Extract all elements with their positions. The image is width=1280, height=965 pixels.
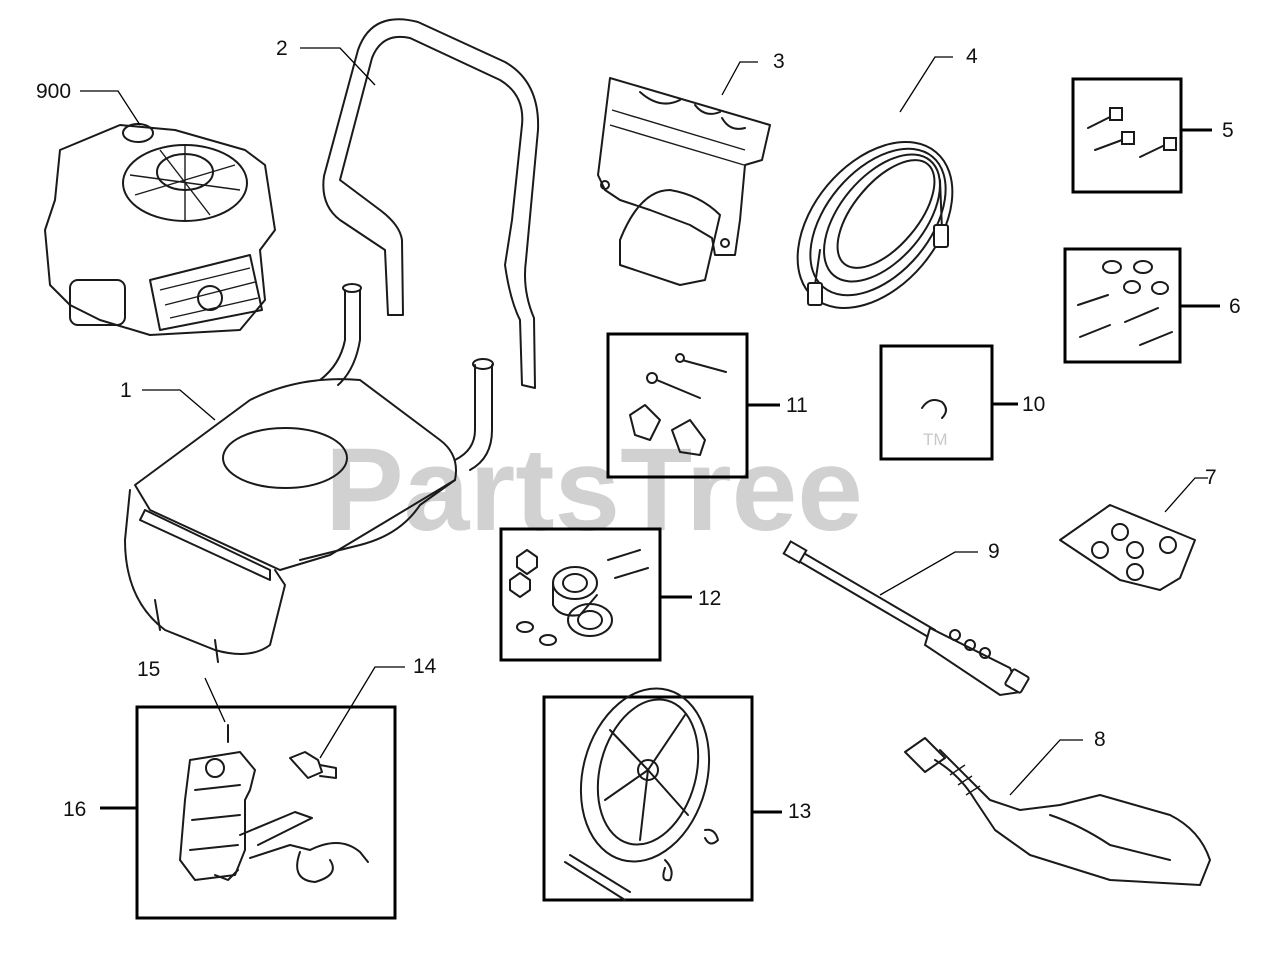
leader-4 — [899, 56, 953, 113]
leader-1 — [142, 389, 216, 421]
callout-13: 13 — [788, 800, 811, 823]
callout-11: 11 — [786, 394, 808, 417]
leader-9 — [879, 551, 978, 596]
leader-3 — [721, 61, 758, 96]
callout-9: 9 — [988, 540, 1000, 563]
watermark-tm: TM — [923, 430, 948, 449]
handle-part[interactable] — [322, 18, 540, 389]
hose-part[interactable] — [766, 112, 983, 337]
callout-7: 7 — [1205, 466, 1217, 489]
callout-14: 14 — [413, 655, 437, 678]
hardware-kit-6-part[interactable] — [1063, 247, 1182, 364]
callout-2: 2 — [276, 37, 288, 60]
callout-3: 3 — [773, 50, 785, 73]
pump-assembly-part[interactable] — [135, 705, 397, 920]
callout-15: 15 — [137, 658, 160, 681]
callout-6: 6 — [1229, 295, 1241, 318]
callout-900: 900 — [36, 80, 71, 103]
callout-10: 10 — [1022, 393, 1045, 416]
spray-wand-part[interactable] — [782, 540, 1030, 697]
engine-part[interactable] — [44, 123, 276, 336]
leader-15 — [204, 677, 226, 723]
leader-900 — [80, 90, 141, 126]
wheel-kit-part[interactable] — [542, 674, 754, 902]
leader-7 — [1164, 477, 1208, 513]
callout-16: 16 — [63, 798, 86, 821]
leader-2 — [300, 47, 376, 86]
nozzle-tips-part[interactable] — [1059, 504, 1196, 591]
leader-8 — [1009, 739, 1083, 796]
quick-connect-part[interactable] — [289, 751, 337, 779]
leader-14 — [319, 666, 405, 759]
callout-8: 8 — [1094, 728, 1106, 751]
bracket-panel-part[interactable] — [597, 77, 771, 286]
watermark-text: PartsTree — [325, 424, 863, 556]
callout-5: 5 — [1222, 119, 1234, 142]
callout-1: 1 — [120, 379, 132, 402]
wheel-hardware-kit-part[interactable] — [499, 527, 662, 662]
callout-12: 12 — [698, 587, 721, 610]
callout-4: 4 — [966, 45, 978, 68]
frame-part[interactable] — [124, 283, 494, 663]
spray-gun-part[interactable] — [904, 737, 1211, 886]
bolt-kit-5-part[interactable] — [1071, 77, 1183, 194]
